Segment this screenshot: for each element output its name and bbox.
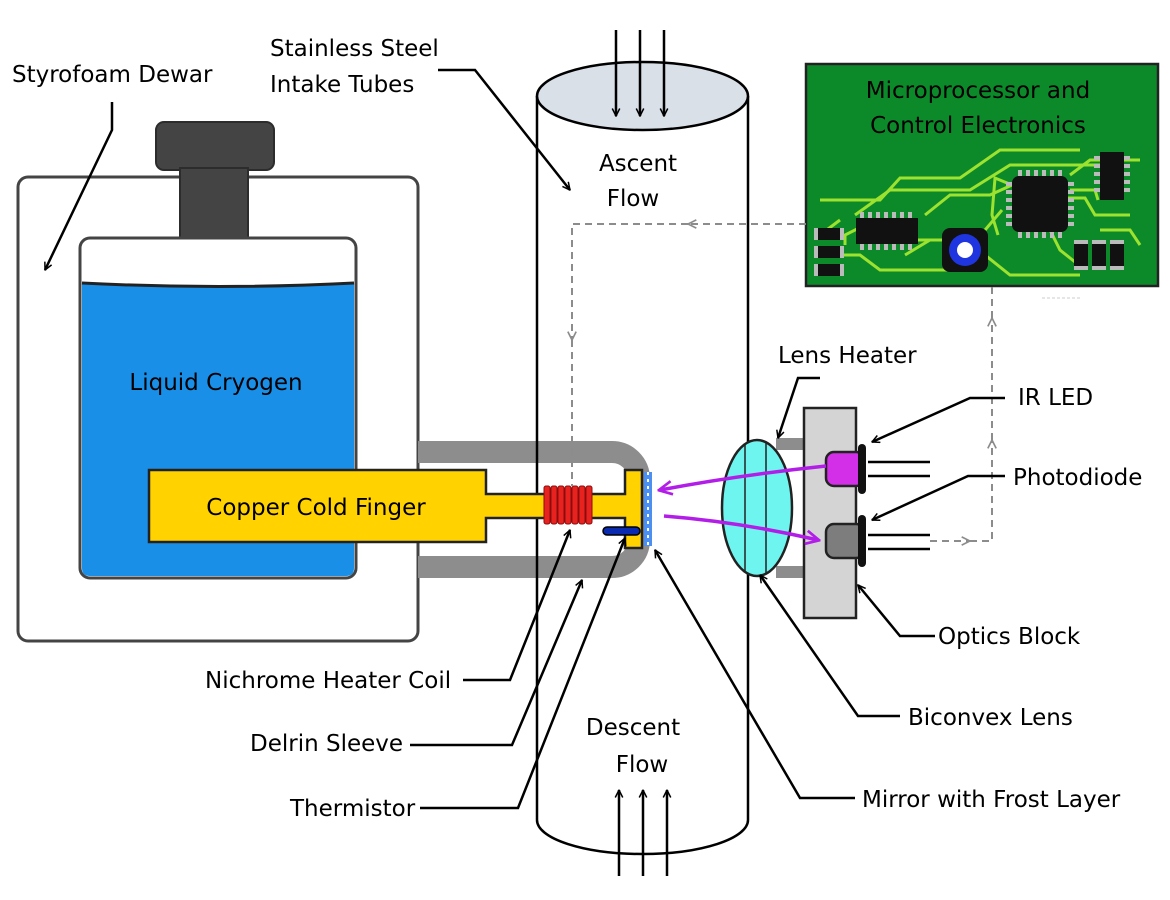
pcb-label-1: Microprocessor and bbox=[866, 78, 1090, 104]
intake-tube-leader bbox=[438, 68, 570, 190]
thermistor bbox=[602, 526, 641, 536]
descent-flow-label-1: Descent bbox=[586, 715, 680, 741]
delrin-sleeve-label: Delrin Sleeve bbox=[250, 731, 403, 757]
biconvex-lens bbox=[720, 438, 794, 578]
intake-tubes-label-2: Intake Tubes bbox=[270, 72, 414, 98]
lens-heater-label: Lens Heater bbox=[778, 343, 917, 369]
frost-layer bbox=[644, 472, 652, 546]
pcb-label-2: Control Electronics bbox=[870, 113, 1086, 139]
dewar-leader bbox=[43, 102, 114, 270]
liquid-cryogen-label: Liquid Cryogen bbox=[129, 370, 302, 396]
thermistor-leader bbox=[420, 538, 625, 810]
photodiode-label: Photodiode bbox=[1013, 465, 1142, 491]
styrofoam-dewar-label: Styrofoam Dewar bbox=[12, 62, 213, 88]
mirror-frost-label: Mirror with Frost Layer bbox=[862, 787, 1121, 813]
ascent-flow-label-2: Flow bbox=[607, 186, 660, 212]
delrin-leader bbox=[410, 580, 582, 747]
optics-block-label: Optics Block bbox=[938, 624, 1081, 650]
light-path bbox=[660, 464, 827, 540]
ir-led-label: IR LED bbox=[1018, 385, 1093, 411]
ir-led bbox=[824, 444, 930, 494]
intake-tubes-label-1: Stainless Steel bbox=[270, 36, 439, 62]
mirror-leader bbox=[653, 550, 855, 800]
nichrome-leader bbox=[463, 530, 570, 682]
ir-led-leader bbox=[872, 396, 1005, 444]
optics-block bbox=[776, 406, 858, 620]
optics-block-leader bbox=[858, 585, 935, 638]
lens-heater-leader bbox=[778, 376, 820, 438]
nichrome-coil-label: Nichrome Heater Coil bbox=[205, 668, 451, 694]
ascent-flow-label-1: Ascent bbox=[599, 151, 677, 177]
ascent-flow-arrows bbox=[616, 30, 664, 116]
photodiode-leader bbox=[872, 474, 1005, 522]
photodiode bbox=[824, 515, 930, 567]
biconvex-lens-label: Biconvex Lens bbox=[908, 705, 1073, 731]
descent-flow-arrows bbox=[619, 790, 667, 876]
intake-tube-top-opening bbox=[535, 60, 750, 132]
thermistor-label: Thermistor bbox=[289, 796, 416, 822]
intake-tube bbox=[535, 60, 750, 856]
descent-flow-label-2: Flow bbox=[616, 752, 669, 778]
copper-cold-finger-label: Copper Cold Finger bbox=[206, 495, 426, 521]
biconvex-lens-leader bbox=[758, 575, 900, 718]
dewar-cap bbox=[155, 121, 275, 171]
control-electronics-pcb bbox=[804, 62, 1160, 288]
nichrome-heater-coil bbox=[543, 485, 593, 525]
signal-lines bbox=[572, 224, 992, 541]
copper-cold-finger bbox=[147, 468, 644, 550]
